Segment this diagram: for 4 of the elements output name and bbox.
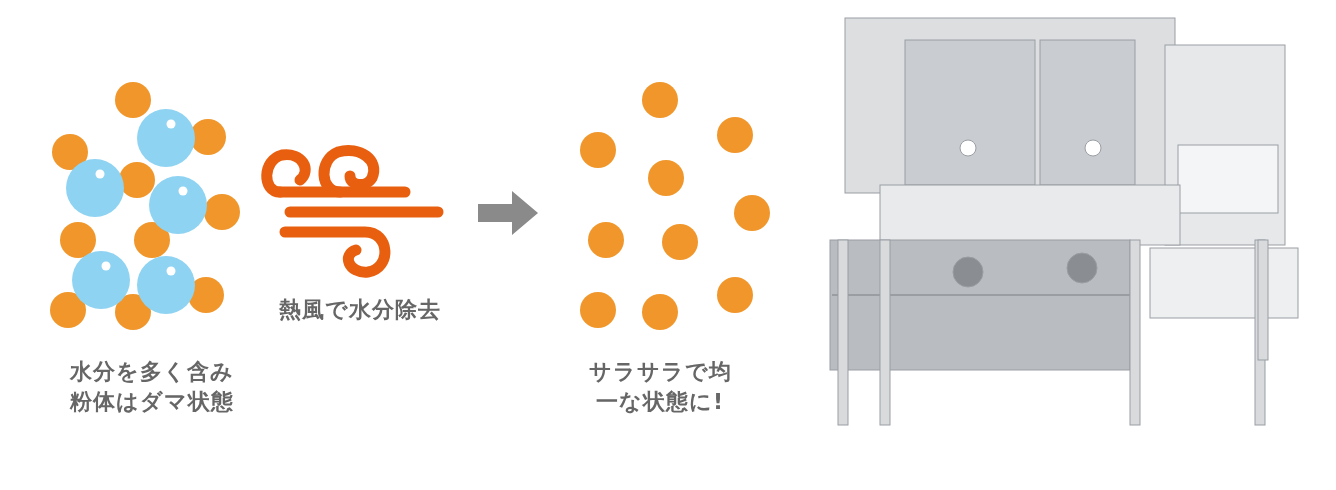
node-text: 熱風で水分除去: [278, 296, 442, 324]
arrow: [478, 191, 538, 235]
node-text: サラサラで均一な状態に!: [587, 358, 733, 416]
node-text: 水分を多く含み粉体はダマ状態: [68, 358, 235, 416]
